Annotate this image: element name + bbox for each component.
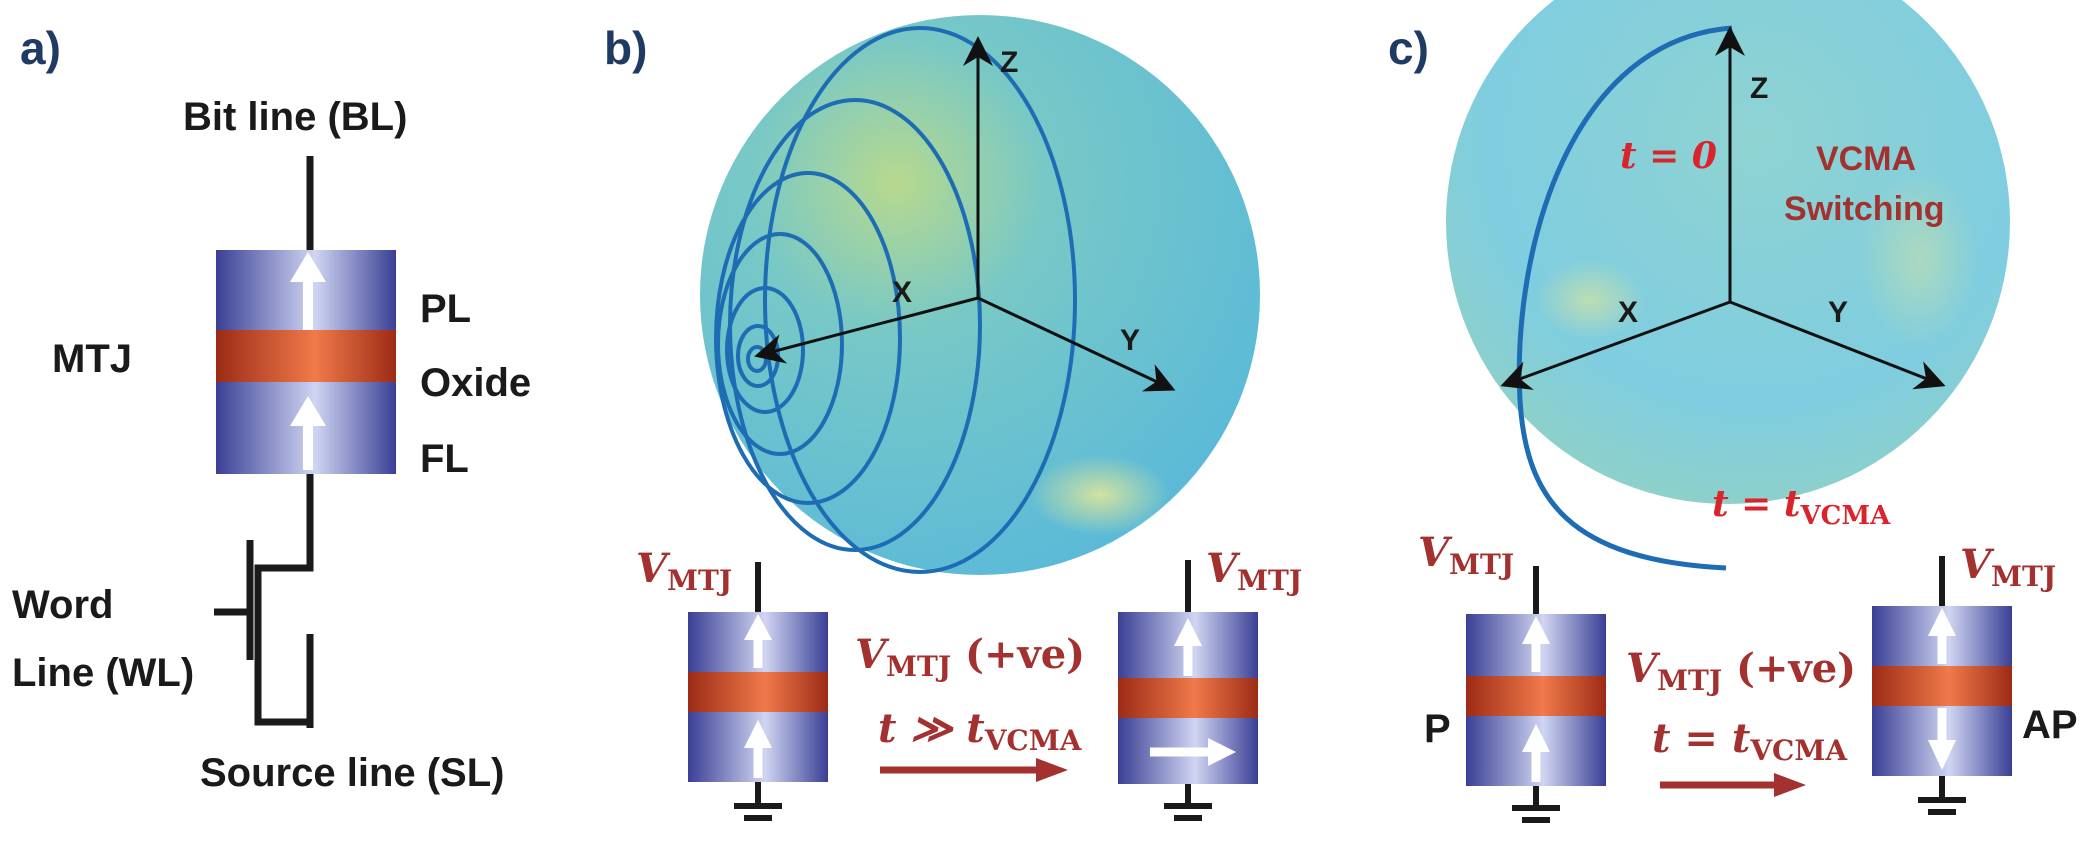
ground-icon (1918, 776, 1966, 815)
vcma-label-line2: Switching (1784, 190, 1945, 228)
fl-label: FL (420, 437, 469, 481)
x-axis-c (1500, 300, 1731, 390)
source-line-label: Source line (SL) (200, 751, 505, 795)
pl-label: PL (420, 287, 471, 331)
panel-c-label: c) (1388, 22, 1429, 74)
word-line-label-1: Word (12, 583, 113, 627)
z-axis-label-c: Z (1750, 72, 1768, 105)
state-ap-label: AP (2022, 703, 2078, 747)
t-vcma-annotation: t = tVCMA (1712, 483, 1891, 531)
mtj-b-right-pl-up-arrow-icon (1174, 618, 1202, 676)
mtj-stack-c-left (1466, 614, 1606, 786)
mtj-b-left-fl-up-arrow-icon (744, 720, 772, 778)
mtj-c-left-fl-up-arrow-icon (1522, 724, 1550, 782)
t-zero-annotation: t = 0 (1620, 135, 1717, 177)
fl-up-arrow-icon (290, 396, 326, 470)
word-line-label-2: Line (WL) (12, 651, 194, 695)
mtj-c-right-fl-down-arrow-icon (1928, 708, 1956, 770)
x-axis-b (754, 296, 979, 364)
mtj-stack-b-left (688, 612, 828, 782)
condition-b-line2: t ≫ tVCMA (878, 705, 1083, 757)
axes-c (1500, 26, 1946, 390)
mtj-c-left-pl-up-arrow-icon (1522, 616, 1550, 672)
ground-icon (734, 782, 782, 821)
oxide-label: Oxide (420, 361, 531, 405)
ground-icon (1512, 786, 1560, 823)
mtj-stack-c-right (1872, 606, 2012, 776)
mtj-stack-b-right (1118, 612, 1258, 784)
condition-c-line2: t = tVCMA (1652, 715, 1848, 767)
y-axis-label-b: Y (1120, 324, 1140, 357)
mtj-stack-a (216, 250, 396, 474)
v-mtj-label-c-right: VMTJ (1960, 541, 2056, 593)
panel-b-label: b) (604, 22, 647, 74)
panel-a-label: a) (20, 22, 61, 74)
switch-arrow-b-icon (880, 758, 1068, 782)
v-mtj-label-b-left: VMTJ (636, 545, 732, 597)
pl-up-arrow-icon (290, 252, 326, 330)
ground-icon (1164, 784, 1212, 821)
axes-b (754, 36, 1176, 392)
mtj-label: MTJ (52, 337, 132, 381)
v-mtj-label-c-left: VMTJ (1418, 529, 1514, 581)
v-mtj-label-b-right: VMTJ (1206, 545, 1302, 597)
bit-line-label: Bit line (BL) (183, 95, 407, 139)
z-axis-label-b: Z (1000, 46, 1018, 79)
y-axis-label-c: Y (1828, 296, 1848, 329)
x-axis-label-b: X (892, 276, 912, 309)
mtj-b-right-fl-in-plane-arrow-icon (1150, 738, 1236, 766)
mtj-b-left-pl-up-arrow-icon (744, 614, 772, 668)
y-axis-b (977, 296, 1176, 392)
state-p-label: P (1424, 707, 1451, 751)
vcma-label-line1: VCMA (1816, 140, 1916, 178)
y-axis-c (1729, 300, 1946, 390)
switch-arrow-c-icon (1660, 773, 1806, 797)
x-axis-label-c: X (1618, 296, 1638, 329)
access-transistor (214, 474, 314, 728)
condition-b-line1: VMTJ (+ve) (855, 631, 1085, 683)
bloch-sphere-c (1446, 0, 2010, 504)
condition-c-line1: VMTJ (+ve) (1626, 645, 1856, 697)
mtj-c-right-pl-up-arrow-icon (1928, 608, 1956, 664)
